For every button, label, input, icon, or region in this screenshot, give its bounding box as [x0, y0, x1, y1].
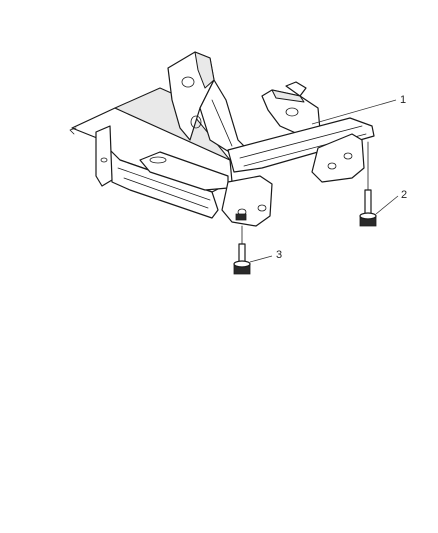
bolt-3: [233, 225, 251, 275]
callout-3: 3: [276, 249, 282, 261]
callout-2: 2: [401, 189, 407, 201]
crossmember-assembly: [69, 51, 375, 227]
leader-line-3: [249, 255, 273, 263]
leader-line-2: [375, 195, 399, 215]
leader-line-1: [311, 99, 397, 125]
bolt-2: [359, 141, 377, 227]
callout-1: 1: [400, 94, 406, 106]
